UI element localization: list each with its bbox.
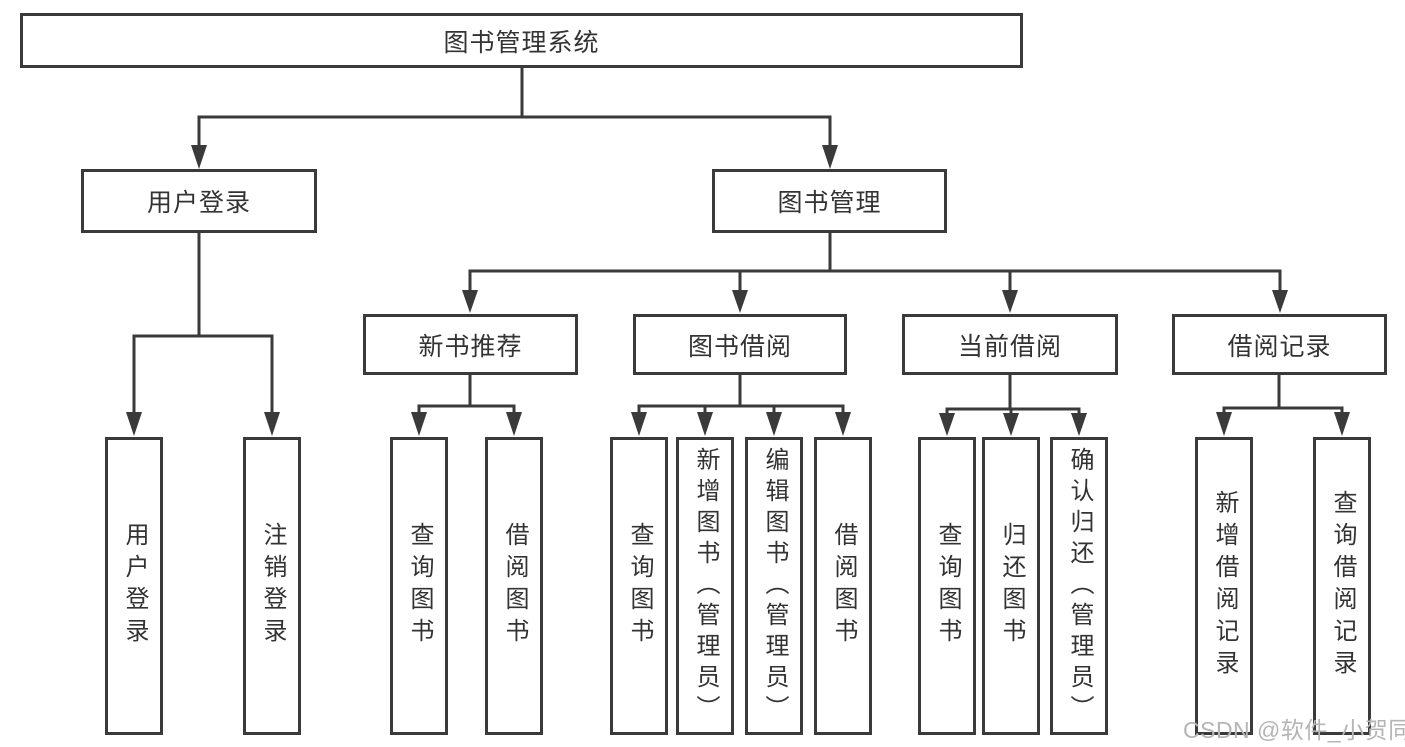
leaf-add-borrow-record-label: 新增借阅记录 xyxy=(1211,490,1238,682)
connector-records-children xyxy=(1216,375,1350,436)
leaf-user-login-label: 用户登录 xyxy=(121,522,148,650)
leaf-query-borrow-record-label: 查询借阅记录 xyxy=(1329,490,1356,682)
leaf-user-login: 用户登录 xyxy=(105,437,163,735)
node-current-borrow-label: 当前借阅 xyxy=(957,332,1062,361)
connector-borrow-children xyxy=(631,375,851,436)
leaf-edit-books-admin: 编辑图书（管理员） xyxy=(745,437,803,735)
leaf-add-books-admin: 新增图书（管理员） xyxy=(676,437,734,735)
node-book-management: 图书管理 xyxy=(712,169,947,233)
connector-login-children xyxy=(126,233,280,436)
leaf-confirm-return-admin-label: 确认归还（管理员） xyxy=(1066,446,1093,726)
node-book-borrow-label: 图书借阅 xyxy=(687,332,792,361)
leaf-query-books-borrow: 查询图书 xyxy=(610,437,668,735)
node-borrow-records-label: 借阅记录 xyxy=(1227,332,1332,361)
connector-management-to-level3 xyxy=(462,233,1288,313)
connector-recommend-children xyxy=(411,375,522,436)
leaf-query-books-borrow-label: 查询图书 xyxy=(626,522,653,650)
node-book-management-label: 图书管理 xyxy=(777,189,882,217)
leaf-logout-label: 注销登录 xyxy=(259,522,286,650)
leaf-borrow-books-recommend: 借阅图书 xyxy=(485,437,543,735)
leaf-add-books-admin-label: 新增图书（管理员） xyxy=(692,446,719,726)
leaf-logout: 注销登录 xyxy=(243,437,301,735)
leaf-query-books-current: 查询图书 xyxy=(918,437,976,735)
node-root-label: 图书管理系统 xyxy=(443,28,600,57)
leaf-add-borrow-record: 新增借阅记录 xyxy=(1195,437,1253,735)
connector-current-children xyxy=(939,375,1087,436)
connector-root-to-level2 xyxy=(191,67,838,169)
leaf-confirm-return-admin: 确认归还（管理员） xyxy=(1050,437,1108,735)
leaf-edit-books-admin-label: 编辑图书（管理员） xyxy=(761,446,788,726)
node-user-login: 用户登录 xyxy=(81,169,317,233)
node-book-borrow: 图书借阅 xyxy=(633,314,847,375)
leaf-borrow-books: 借阅图书 xyxy=(814,437,872,735)
node-new-book-recommend: 新书推荐 xyxy=(363,314,578,375)
leaf-query-borrow-record: 查询借阅记录 xyxy=(1313,437,1371,735)
leaf-return-books: 归还图书 xyxy=(982,437,1040,735)
leaf-borrow-books-recommend-label: 借阅图书 xyxy=(501,522,528,650)
leaf-query-books-recommend: 查询图书 xyxy=(390,437,448,735)
leaf-query-books-recommend-label: 查询图书 xyxy=(406,522,433,650)
leaf-borrow-books-label: 借阅图书 xyxy=(830,522,857,650)
node-borrow-records: 借阅记录 xyxy=(1172,314,1387,375)
leaf-return-books-label: 归还图书 xyxy=(998,522,1025,650)
node-user-login-label: 用户登录 xyxy=(146,189,251,217)
leaf-query-books-current-label: 查询图书 xyxy=(934,522,961,650)
node-root-system: 图书管理系统 xyxy=(20,13,1023,68)
node-current-borrow: 当前借阅 xyxy=(902,314,1118,375)
csdn-watermark: CSDN @软件_小贺同学 xyxy=(1183,717,1405,743)
node-new-book-recommend-label: 新书推荐 xyxy=(418,332,523,361)
